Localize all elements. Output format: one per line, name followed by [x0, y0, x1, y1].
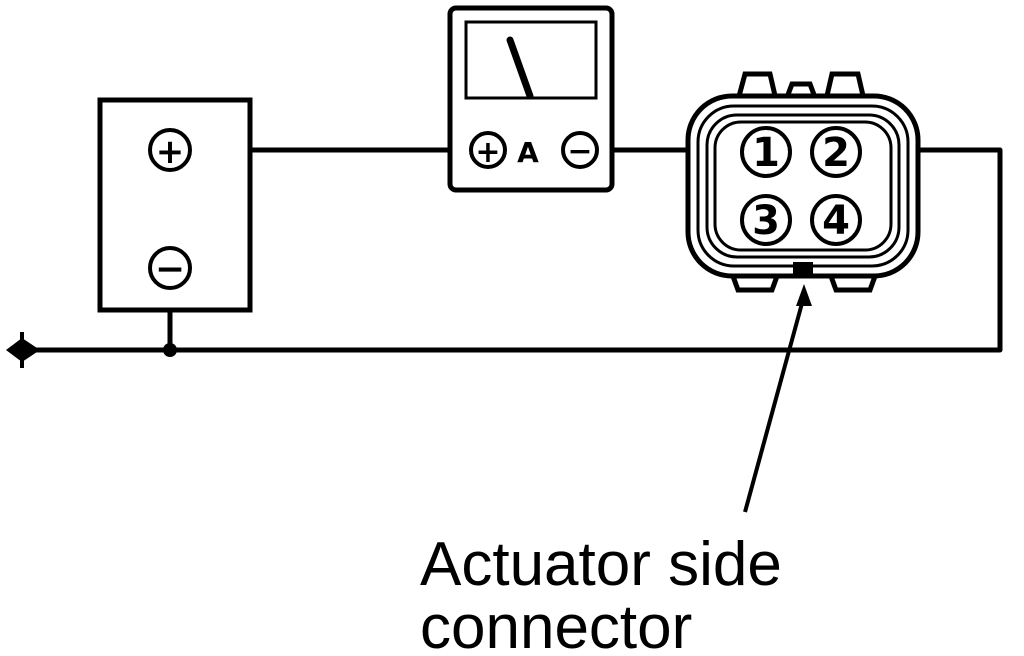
- connector-pin-3: [740, 194, 792, 246]
- connector-pin-1: [740, 126, 792, 178]
- ground-symbol: [6, 332, 40, 368]
- ammeter: + A −: [447, 5, 615, 193]
- battery-positive-symbol: +: [156, 132, 185, 172]
- battery-negative-symbol: −: [155, 249, 185, 290]
- actuator-connector: 1 2 3 4: [685, 71, 921, 293]
- ammeter-negative-symbol: −: [567, 134, 592, 169]
- connector-caption-line1: Actuator side: [420, 530, 782, 599]
- caption-leader: [743, 284, 812, 513]
- connector-pin-1-label: 1: [752, 130, 780, 176]
- battery-positive-terminal: [148, 128, 192, 172]
- connector-housing-ring-3: [713, 120, 893, 252]
- connector-housing-ring-2: [705, 113, 901, 259]
- connector-pin-4: [810, 194, 862, 246]
- connector-pin-2-label: 2: [822, 130, 850, 176]
- connector-caption-line2: connector: [420, 593, 692, 656]
- connector-latch: [793, 262, 813, 278]
- battery-negative-terminal: [148, 246, 192, 290]
- ammeter-negative-terminal: [561, 131, 599, 169]
- ammeter-positive-symbol: +: [475, 135, 500, 170]
- connector-pin-4-label: 4: [822, 198, 850, 244]
- battery: + −: [97, 97, 253, 313]
- junction-dot: [163, 343, 177, 357]
- connector-pin-3-label: 3: [752, 198, 780, 244]
- ammeter-positive-terminal: [469, 131, 507, 169]
- ammeter-needle: [506, 36, 534, 100]
- ammeter-unit-label: A: [517, 136, 539, 169]
- connector-pin-2: [810, 126, 862, 178]
